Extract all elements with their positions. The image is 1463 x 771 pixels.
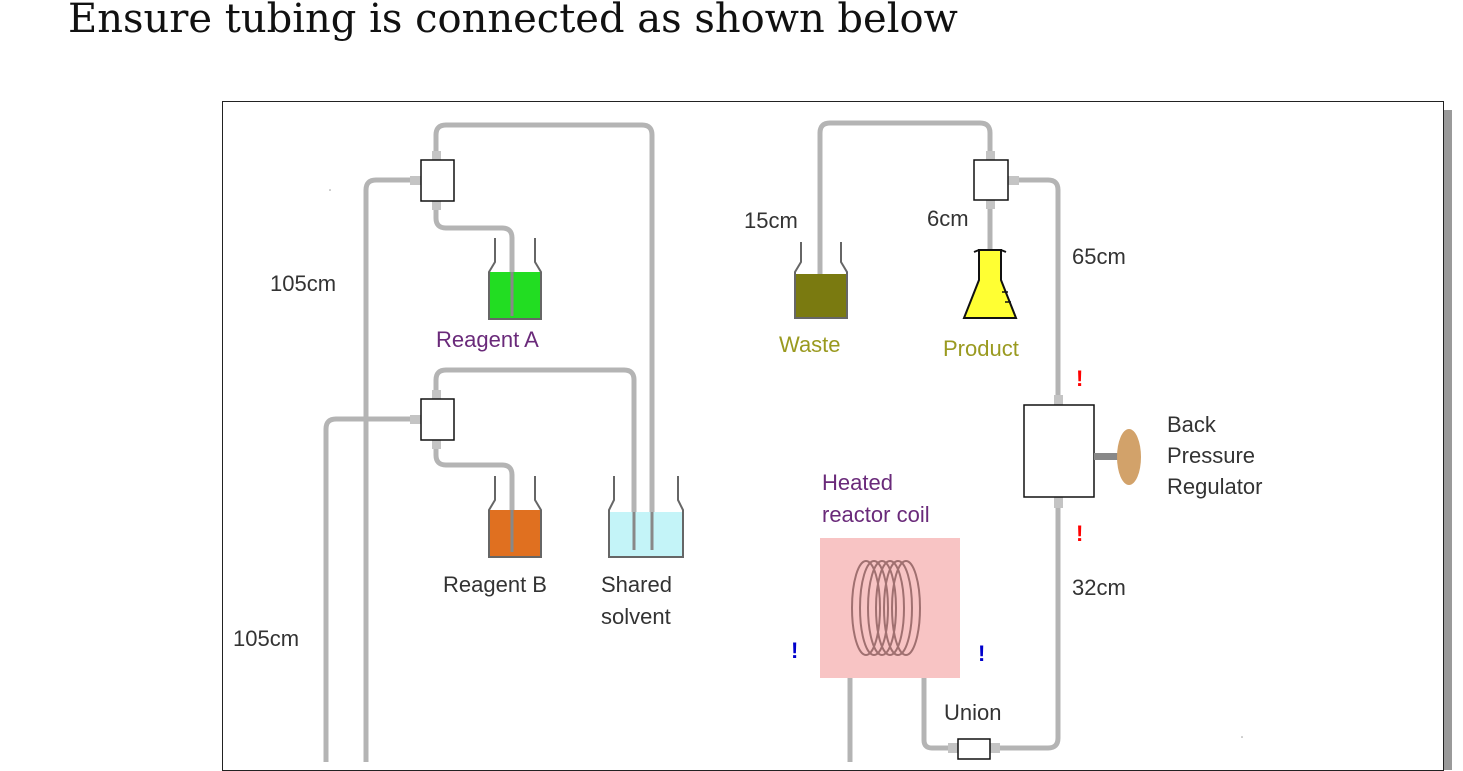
tube-15cm (817, 120, 993, 315)
label-bpr-1: Back (1167, 412, 1217, 437)
heated-reactor-coil (820, 538, 960, 678)
valve-3 (973, 151, 1019, 209)
tube-union-to-coil (921, 669, 961, 751)
product-flask (962, 249, 1018, 319)
waste-bottle (794, 242, 848, 319)
tube-65cm (1007, 177, 1061, 408)
union-connector (948, 738, 1000, 760)
label-6cm: 6cm (927, 206, 969, 231)
label-heated-2: reactor coil (822, 502, 930, 527)
label-reagent-b: Reagent B (443, 572, 547, 597)
page-heading: Ensure tubing is connected as shown belo… (68, 0, 958, 42)
label-105cm-lower: 105cm (233, 626, 299, 651)
tube-32cm (989, 494, 1061, 751)
tube-valve1-to-reagent-a (433, 200, 515, 315)
shared-solvent-bottle (608, 476, 684, 558)
tube-105cm-lower (323, 416, 424, 762)
label-65cm: 65cm (1072, 244, 1126, 269)
tube-valve2-to-solvent (433, 367, 637, 553)
label-bpr-2: Pressure (1167, 443, 1255, 468)
tube-105cm-upper (363, 177, 424, 762)
label-105cm-upper: 105cm (270, 271, 336, 296)
label-32cm: 32cm (1072, 575, 1126, 600)
note-mark-coil-left: ! (791, 638, 798, 663)
tube-valve1-to-solvent (433, 122, 655, 553)
valve-2 (410, 390, 455, 449)
reagent-a-bottle (488, 238, 542, 320)
valve-1 (410, 151, 455, 210)
note-mark-coil-right: ! (978, 641, 985, 666)
label-reagent-a: Reagent A (436, 327, 539, 352)
tube-valve2-to-reagent-b (433, 440, 515, 553)
label-union: Union (944, 700, 1001, 725)
label-waste: Waste (779, 332, 841, 357)
label-15cm: 15cm (744, 208, 798, 233)
label-shared-solvent-2: solvent (601, 604, 671, 629)
warning-mark-bpr-top: ! (1076, 366, 1083, 391)
label-shared-solvent-1: Shared (601, 572, 672, 597)
stray-dot (329, 189, 331, 191)
stray-dot (1241, 736, 1243, 738)
label-product: Product (943, 336, 1019, 361)
reagent-b-bottle (488, 476, 542, 558)
back-pressure-regulator (1023, 395, 1141, 508)
warning-mark-bpr-bottom: ! (1076, 521, 1083, 546)
label-heated-1: Heated (822, 470, 893, 495)
label-bpr-3: Regulator (1167, 474, 1262, 499)
